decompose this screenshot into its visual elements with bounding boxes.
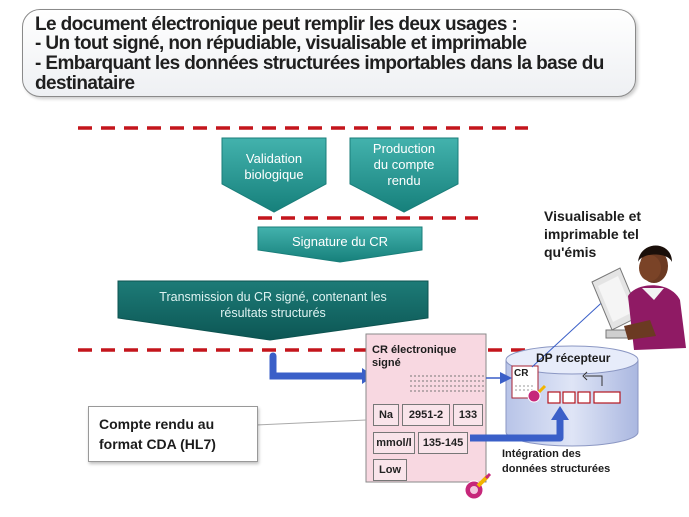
seal-icon bbox=[464, 472, 492, 500]
header-line-1: Le document électronique peut remplir le… bbox=[35, 14, 518, 35]
db-seal-icon bbox=[527, 384, 547, 403]
production-chevron bbox=[349, 137, 459, 213]
header-line-4: destinataire bbox=[35, 73, 135, 94]
cell-range: 135-145 bbox=[418, 432, 468, 454]
signature-step: Signature du CR bbox=[291, 234, 389, 249]
cell-na: Na bbox=[373, 404, 399, 426]
cda-label-line-1: Compte rendu au bbox=[99, 416, 215, 432]
validation-line-2: biologique bbox=[244, 167, 304, 182]
person-at-computer-icon bbox=[591, 245, 686, 350]
cell-value: 133 bbox=[453, 404, 483, 426]
receiver-title: DP récepteur bbox=[536, 351, 611, 365]
cell-unit: mmol/l bbox=[373, 432, 415, 454]
cda-label: Compte rendu au format CDA (HL7) bbox=[88, 406, 258, 462]
production-step: Production du compte rendu bbox=[352, 141, 456, 189]
viewer-label-line-1: Visualisable et bbox=[544, 208, 642, 224]
transmission-line-1: Transmission du CR signé, contenant les bbox=[159, 290, 387, 304]
integration-label: Intégration des données structurées bbox=[502, 447, 610, 477]
header-line-3: - Embarquant les données structurées imp… bbox=[35, 53, 604, 74]
document-title: CR électronique signé bbox=[372, 344, 456, 370]
validation-step: Validation biologique bbox=[226, 151, 322, 183]
receiver-cr-label: CR bbox=[514, 368, 529, 379]
integration-arrow bbox=[470, 416, 564, 442]
viewer-link bbox=[531, 294, 611, 368]
cell-code: 2951-2 bbox=[402, 404, 450, 426]
validation-line-1: Validation bbox=[245, 151, 303, 166]
integration-label-line-2: données structurées bbox=[502, 463, 611, 475]
production-line-1: Production bbox=[372, 141, 436, 156]
cda-label-line-2: format CDA (HL7) bbox=[99, 436, 216, 452]
transmission-line-2: résultats structurés bbox=[220, 306, 326, 320]
document-title-line-2: signé bbox=[372, 357, 401, 369]
document-title-line-1: CR électronique bbox=[372, 344, 457, 356]
viewer-label: Visualisable et imprimable tel qu'émis bbox=[544, 207, 641, 261]
header-box: Le document électronique peut remplir le… bbox=[22, 9, 636, 97]
production-line-3: rendu bbox=[387, 173, 421, 188]
integration-label-line-1: Intégration des bbox=[502, 448, 581, 460]
viewer-label-line-2: imprimable tel bbox=[544, 226, 639, 242]
validation-chevron bbox=[221, 137, 327, 213]
transmission-arrow bbox=[269, 352, 369, 380]
header-line-2: - Un tout signé, non répudiable, visuali… bbox=[35, 33, 527, 54]
transmission-band bbox=[117, 280, 429, 341]
production-line-2: du compte bbox=[373, 157, 435, 172]
viewer-label-line-3: qu'émis bbox=[544, 244, 597, 260]
transmission-step: Transmission du CR signé, contenant les … bbox=[120, 289, 426, 321]
signature-band bbox=[257, 226, 423, 263]
cda-link bbox=[255, 419, 367, 426]
cell-flag: Low bbox=[373, 459, 407, 481]
